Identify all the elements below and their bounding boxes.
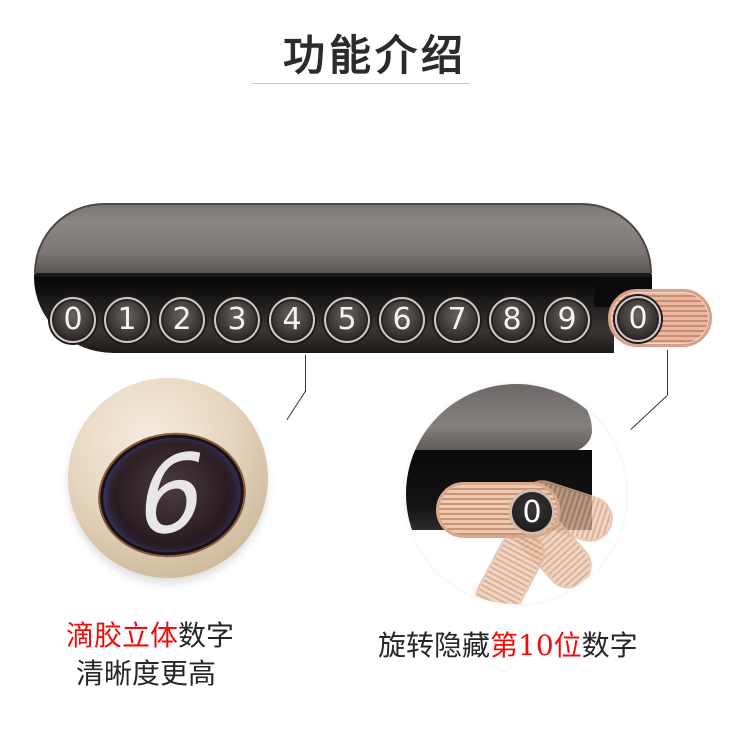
- slider-digit: 0: [615, 296, 661, 342]
- digit-button-3: 3: [214, 297, 260, 343]
- digit-button-1: 1: [104, 297, 150, 343]
- caption-left-line2: 清晰度更高: [76, 657, 217, 690]
- digit-button-9: 9: [544, 297, 590, 343]
- callout-line-right-diagonal: [630, 395, 668, 430]
- section-title: 功能介绍: [282, 31, 467, 80]
- parking-number-plate: 0 1 2 3 4 5 6 7 8 9 0: [34, 203, 712, 353]
- digit-button-8: 8: [489, 297, 535, 343]
- caption-left-rest: 数字: [178, 619, 235, 652]
- callout-line-left-diagonal: [286, 391, 306, 421]
- rotating-slider-cover: 0: [608, 289, 712, 347]
- epoxy-dome: 6: [90, 423, 254, 567]
- digit-button-4: 4: [269, 297, 315, 343]
- plate-top-surface: [34, 203, 652, 273]
- caption-right: 旋转隐藏第10位数字: [378, 628, 638, 664]
- caption-right-part2: 数字: [581, 629, 638, 662]
- caption-right-highlight: 第10位: [490, 629, 582, 662]
- callout-line-left-vertical: [305, 355, 306, 392]
- title-divider: [252, 83, 470, 84]
- digit-button-7: 7: [434, 297, 480, 343]
- caption-left-line1: 滴胶立体数字: [66, 618, 234, 654]
- closeup-digit: 6: [139, 428, 205, 562]
- caption-left-highlight: 滴胶立体: [66, 619, 179, 652]
- plate-lip: [34, 273, 652, 279]
- epoxy-digit-closeup: 6: [68, 378, 268, 578]
- callout-line-right-vertical: [667, 350, 668, 395]
- closeup-slider: 0: [436, 482, 560, 538]
- closeup-plate-top: [406, 384, 592, 454]
- digit-button-6: 6: [379, 297, 425, 343]
- caption-right-part1: 旋转隐藏: [378, 629, 491, 662]
- digit-button-0: 0: [50, 297, 96, 343]
- digit-button-2: 2: [159, 297, 205, 343]
- closeup-slider-digit: 0: [509, 489, 555, 535]
- rotating-slider-closeup: 0: [406, 384, 626, 604]
- digit-button-5: 5: [324, 297, 370, 343]
